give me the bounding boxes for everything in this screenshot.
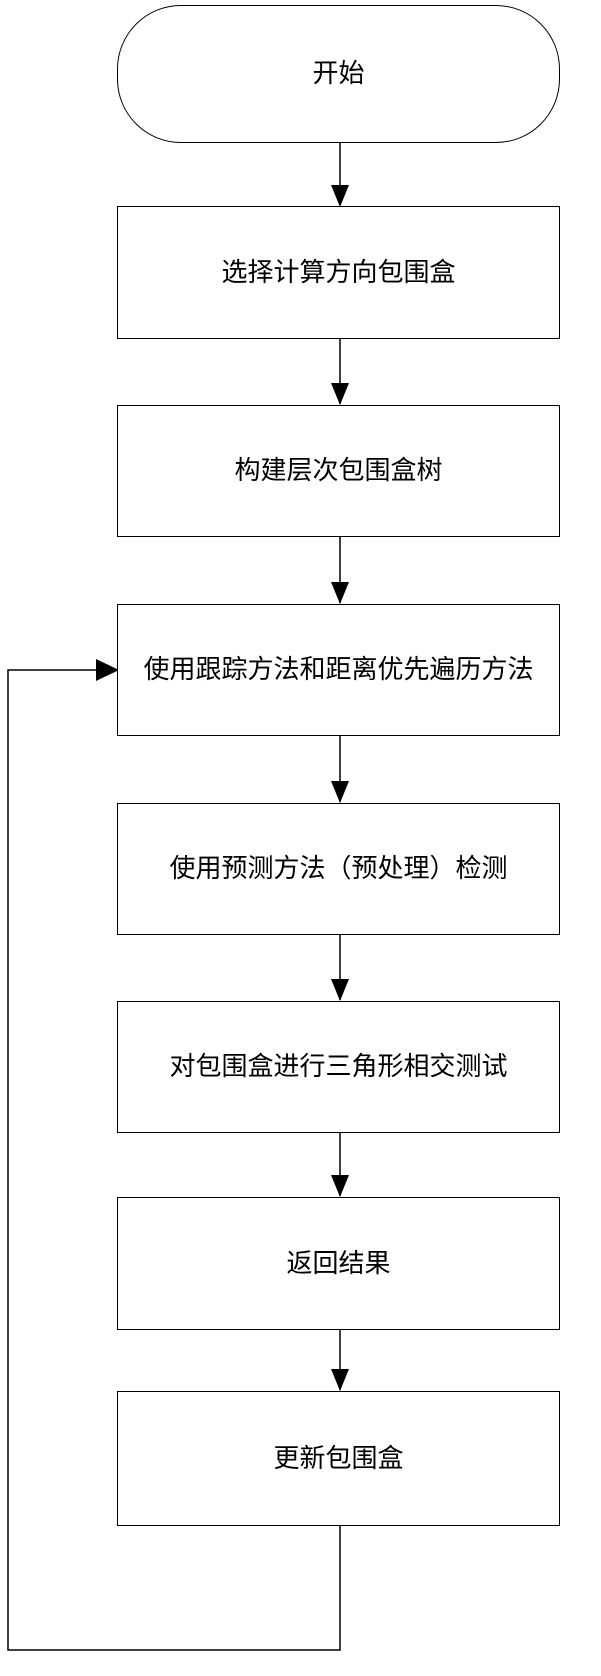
step-6-label: 返回结果 — [286, 1248, 391, 1279]
start-label: 开始 — [312, 59, 365, 89]
arrowhead-4 — [331, 781, 349, 803]
step-2-label: 构建层次包围盒树 — [234, 456, 443, 486]
step-build-hierarchy-tree: 构建层次包围盒树 — [117, 405, 560, 537]
step-5-label: 对包围盒进行三角形相交测试 — [169, 1052, 508, 1082]
step-4-label: 使用预测方法（预处理）检测 — [169, 854, 508, 884]
arrowhead-3 — [331, 582, 349, 604]
step-1-label: 选择计算方向包围盒 — [221, 257, 456, 288]
arrowhead-2 — [331, 383, 349, 405]
step-prediction-detection: 使用预测方法（预处理）检测 — [117, 803, 560, 935]
arrowhead-1 — [331, 185, 349, 207]
step-tracking-traversal: 使用跟踪方法和距离优先遍历方法 — [117, 604, 560, 736]
step-7-label: 更新包围盒 — [273, 1443, 404, 1474]
step-select-direction-bounding-box: 选择计算方向包围盒 — [117, 206, 560, 339]
loop-back-arrowhead — [96, 659, 119, 681]
step-return-result: 返回结果 — [117, 1197, 560, 1330]
start-terminal: 开始 — [117, 5, 560, 143]
arrowhead-6 — [331, 1175, 349, 1197]
arrowhead-5 — [331, 979, 349, 1001]
step-3-label: 使用跟踪方法和距离优先遍历方法 — [143, 655, 534, 685]
step-update-bounding-box: 更新包围盒 — [117, 1391, 560, 1526]
arrowhead-7 — [331, 1369, 349, 1391]
loop-back-connector — [7, 669, 341, 1651]
step-triangle-intersection-test: 对包围盒进行三角形相交测试 — [117, 1001, 560, 1133]
